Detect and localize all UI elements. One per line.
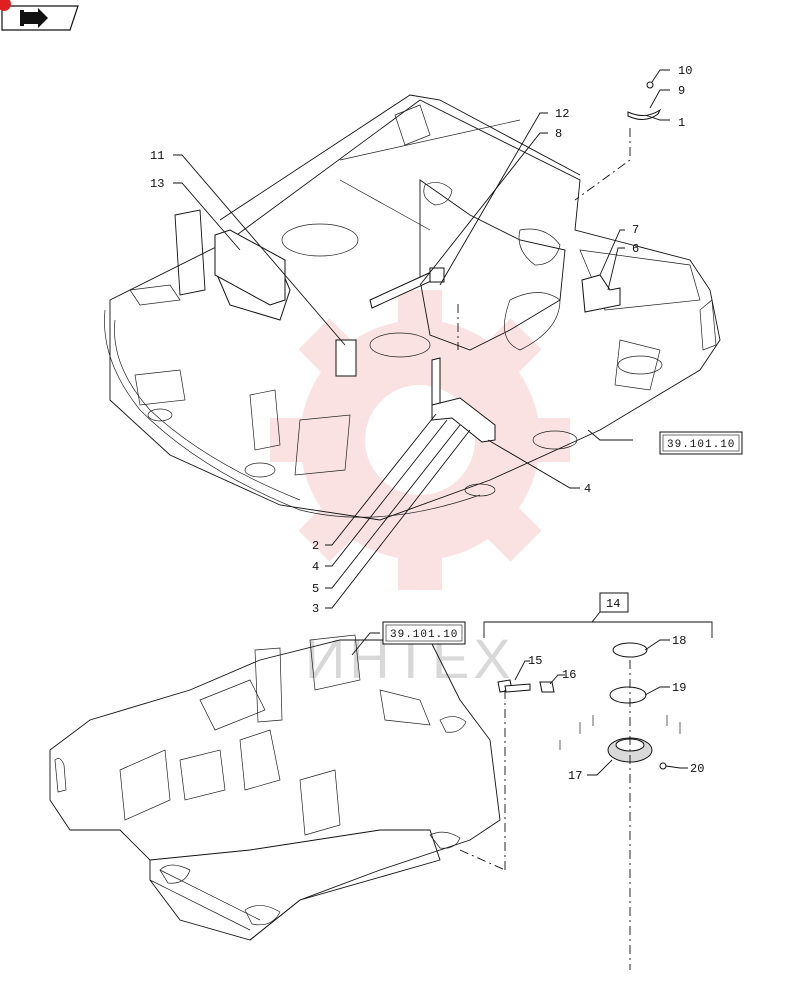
reference-lower-label: 39.101.10 <box>390 629 458 641</box>
status-dot <box>0 0 11 11</box>
gear-logo-icon <box>270 290 570 590</box>
callout-6: 6 <box>632 242 639 256</box>
callout-10: 10 <box>678 64 692 78</box>
callout-11: 11 <box>150 149 164 163</box>
assembly-axes <box>457 128 631 970</box>
swivel-group <box>483 611 713 770</box>
group-box-14: 14 <box>599 592 629 613</box>
callouts: 1 2 3 4 4 5 6 7 8 9 10 11 12 13 15 16 17… <box>150 64 704 783</box>
watermark-logo <box>270 290 570 590</box>
callout-19: 19 <box>672 681 686 695</box>
back-arrow-icon <box>20 8 48 28</box>
callout-12: 12 <box>555 107 569 121</box>
callout-1: 1 <box>678 116 685 130</box>
back-button[interactable] <box>0 0 79 31</box>
callout-4b: 4 <box>312 560 319 574</box>
reference-upper-label: 39.101.10 <box>667 439 735 451</box>
screw-20 <box>659 762 667 770</box>
group-box-label: 14 <box>606 597 620 611</box>
callout-4a: 4 <box>584 482 591 496</box>
callout-17: 17 <box>568 769 582 783</box>
callout-16: 16 <box>562 668 576 682</box>
callout-5: 5 <box>312 582 319 596</box>
callout-9: 9 <box>678 84 685 98</box>
callout-2: 2 <box>312 539 319 553</box>
callout-18: 18 <box>672 634 686 648</box>
callout-3: 3 <box>312 602 319 616</box>
callout-15: 15 <box>528 654 542 668</box>
callout-13: 13 <box>150 177 164 191</box>
leader-lines <box>173 69 688 776</box>
washer-16 <box>539 681 555 693</box>
callout-8: 8 <box>555 127 562 141</box>
ring-18 <box>612 642 648 658</box>
reference-upper[interactable]: 39.101.10 <box>659 431 743 455</box>
callout-7: 7 <box>632 223 639 237</box>
lower-frame-drawing <box>49 634 501 941</box>
reference-lower[interactable]: 39.101.10 <box>382 621 466 645</box>
callout-20: 20 <box>690 762 704 776</box>
ring-19 <box>609 686 647 704</box>
